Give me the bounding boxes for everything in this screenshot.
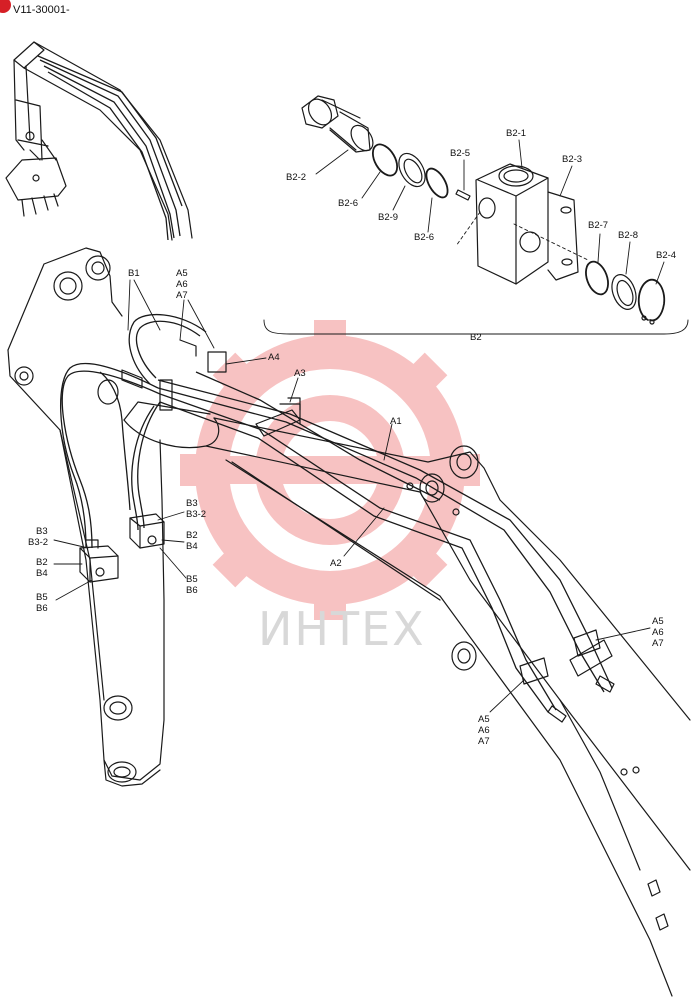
backup-ring-b2-8 (611, 274, 637, 310)
label-b2-6-second: B2-6 (414, 232, 434, 243)
label-b3-2-mid: B3-2 (186, 509, 206, 520)
main-callouts: B1 A5 A6 A7 A4 A3 A1 A2 B3 B3-2 B2 B4 B5… (28, 268, 664, 747)
o-ring-b2-7 (585, 260, 609, 296)
label-a5-bottom: A5 (478, 714, 490, 725)
snap-ring-b2-4 (637, 278, 666, 322)
o-ring-b2-6-second (425, 167, 449, 199)
label-a6-right: A6 (652, 627, 664, 638)
backup-ring-b2-9 (398, 152, 426, 188)
label-a3: A3 (294, 368, 306, 379)
label-b2-4: B2-4 (656, 250, 676, 261)
watermark-text: ИНТЕХ (258, 602, 426, 656)
label-b2-7: B2-7 (588, 220, 608, 231)
header-badge-icon (0, 0, 11, 13)
label-a5-top: A5 (176, 268, 188, 279)
o-ring-b2-6 (371, 143, 399, 177)
label-b3-mid: B3 (186, 498, 198, 509)
label-b2-9: B2-9 (378, 212, 398, 223)
label-a5-right: A5 (652, 616, 664, 627)
main-leader-lines (53, 279, 651, 713)
label-a6-top: A6 (176, 279, 188, 290)
gear-watermark-icon (180, 320, 480, 620)
pin-b2-5 (455, 189, 471, 201)
b2-leader-lines (315, 139, 665, 285)
label-b3-left: B3 (36, 526, 48, 537)
valve-block-left (79, 539, 119, 583)
valve-block-mid (129, 513, 165, 549)
b2-exploded-view: B2-1 B2-2 B2-3 B2-4 B2-5 B2-6 B2-6 B2-7 … (263, 95, 689, 343)
label-b1: B1 (128, 268, 140, 279)
label-a7-right: A7 (652, 638, 664, 649)
label-b2-left: B2 (36, 557, 48, 568)
label-b2-group: B2 (470, 332, 482, 343)
label-a1: A1 (390, 416, 402, 427)
label-b2-3: B2-3 (562, 154, 582, 165)
hydraulic-lines (59, 313, 615, 723)
b2-group-bracket (263, 319, 689, 335)
label-a6-bottom: A6 (478, 725, 490, 736)
label-b2-1: B2-1 (506, 128, 526, 139)
label-a7-top: A7 (176, 290, 188, 301)
label-a7-bottom: A7 (478, 736, 490, 747)
valve-block-b2-1 (455, 163, 589, 285)
label-b4-mid: B4 (186, 541, 198, 552)
label-b6-mid: B6 (186, 585, 198, 596)
label-b5-mid: B5 (186, 574, 198, 585)
arm (205, 417, 691, 997)
label-b6-left: B6 (36, 603, 48, 614)
adapter-fitting-b2-2 (301, 95, 374, 153)
label-a4: A4 (268, 352, 280, 363)
label-b3-2-left: B3-2 (28, 537, 48, 548)
header: V11-30001- (0, 0, 70, 16)
label-b4-left: B4 (36, 568, 48, 579)
label-a2: A2 (330, 558, 342, 569)
label-b2-5: B2-5 (450, 148, 470, 159)
label-b2-2: B2-2 (286, 172, 306, 183)
watermark: ИНТЕХ (180, 320, 480, 656)
arm-thumbnail (5, 41, 193, 241)
label-b5-left: B5 (36, 592, 48, 603)
label-b2-6-first: B2-6 (338, 198, 358, 209)
label-b2-8: B2-8 (618, 230, 638, 241)
label-b2-mid: B2 (186, 530, 198, 541)
model-code: V11-30001- (13, 4, 70, 16)
